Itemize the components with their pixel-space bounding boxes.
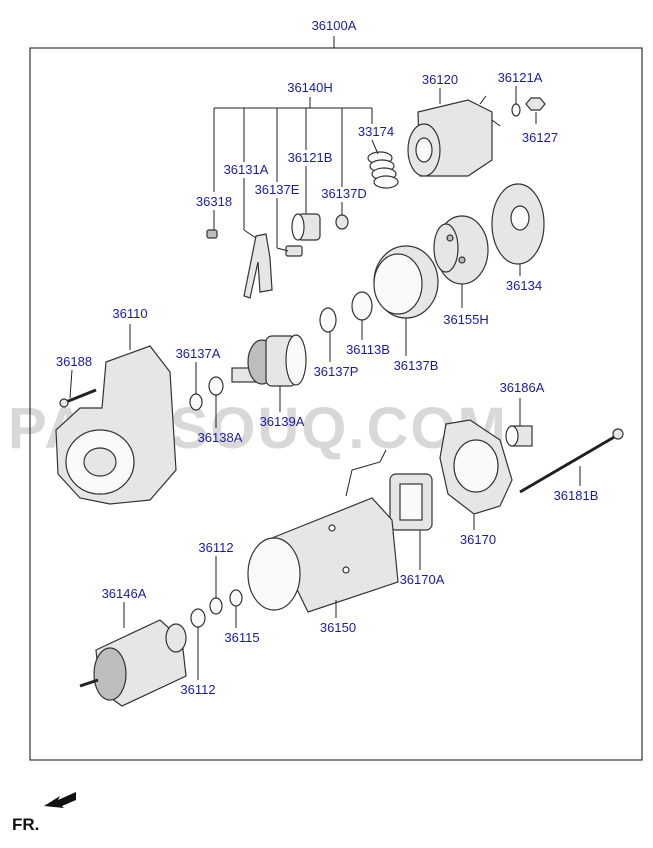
pin-36318-part[interactable] bbox=[206, 229, 218, 239]
ring-36137d-part[interactable] bbox=[335, 214, 349, 230]
ring-36137a-part[interactable] bbox=[189, 393, 203, 411]
label-assembly[interactable]: 36100A bbox=[312, 18, 357, 33]
nut-36127-part[interactable] bbox=[525, 97, 546, 111]
label-36137p[interactable]: 36137P bbox=[314, 364, 359, 379]
label-36155h[interactable]: 36155H bbox=[443, 312, 489, 327]
label-kit[interactable]: 36140H bbox=[287, 80, 333, 95]
label-36115[interactable]: 36115 bbox=[224, 630, 259, 645]
solenoid-switch-part[interactable] bbox=[407, 95, 501, 177]
gear-housing-36155h-part[interactable] bbox=[433, 215, 489, 285]
plate-36137e-part[interactable] bbox=[285, 245, 303, 257]
label-36113b[interactable]: 36113B bbox=[346, 342, 390, 357]
ring-36138a-part[interactable] bbox=[208, 376, 224, 396]
yoke-36150-part[interactable] bbox=[247, 449, 399, 613]
washer-36121a-part[interactable] bbox=[511, 103, 521, 117]
label-36112-top[interactable]: 36112 bbox=[198, 540, 233, 555]
plunger-36121b-part[interactable] bbox=[291, 213, 321, 241]
label-36137b[interactable]: 36137B bbox=[394, 358, 439, 373]
washer-36115-part[interactable] bbox=[229, 589, 243, 607]
armature-36146a-part[interactable] bbox=[79, 619, 187, 707]
bushing-36186a-part[interactable] bbox=[505, 425, 533, 447]
assembly-frame bbox=[29, 47, 643, 761]
label-36121a[interactable]: 36121A bbox=[498, 70, 543, 85]
label-36170a[interactable]: 36170A bbox=[400, 572, 445, 587]
label-36318[interactable]: 36318 bbox=[196, 194, 232, 209]
washer-36112-bottom-part[interactable] bbox=[190, 608, 206, 628]
overrunning-clutch-36139a-part[interactable] bbox=[231, 334, 307, 387]
label-36121b[interactable]: 36121B bbox=[288, 150, 333, 165]
label-36137e[interactable]: 36137E bbox=[255, 182, 300, 197]
brush-holder-36170a-part[interactable] bbox=[389, 473, 433, 531]
ring-gear-36137b-part[interactable] bbox=[373, 245, 439, 319]
label-36112-bottom[interactable]: 36112 bbox=[180, 682, 215, 697]
washer-36112-top-part[interactable] bbox=[209, 597, 223, 615]
label-36186a[interactable]: 36186A bbox=[500, 380, 545, 395]
label-36120[interactable]: 36120 bbox=[422, 72, 458, 87]
rear-cover-36170-part[interactable] bbox=[439, 419, 513, 515]
label-33174[interactable]: 33174 bbox=[358, 124, 394, 139]
washer-36137p-part[interactable] bbox=[319, 307, 337, 333]
label-36146a[interactable]: 36146A bbox=[102, 586, 147, 601]
label-36137a[interactable]: 36137A bbox=[176, 346, 221, 361]
label-36150[interactable]: 36150 bbox=[320, 620, 356, 635]
front-housing-36110-part[interactable] bbox=[55, 345, 177, 505]
shift-lever-36131a-part[interactable] bbox=[243, 233, 273, 299]
label-36127[interactable]: 36127 bbox=[522, 130, 558, 145]
through-bolt-36181b-part[interactable] bbox=[519, 428, 624, 494]
label-36139a[interactable]: 36139A bbox=[260, 414, 305, 429]
label-36188[interactable]: 36188 bbox=[56, 354, 92, 369]
label-36170[interactable]: 36170 bbox=[460, 532, 496, 547]
label-36138a[interactable]: 36138A bbox=[198, 430, 243, 445]
washer-36113b-part[interactable] bbox=[351, 291, 373, 321]
label-36131a[interactable]: 36131A bbox=[224, 162, 269, 177]
front-direction-label: FR. bbox=[12, 815, 39, 834]
bolt-36188-part[interactable] bbox=[59, 388, 97, 408]
front-direction-arrow-icon bbox=[44, 792, 76, 808]
label-36137d[interactable]: 36137D bbox=[321, 186, 367, 201]
part-labels: 36100A 36140H 36120 36121A 36127 33174 3… bbox=[56, 18, 598, 697]
leader-lines bbox=[69, 86, 581, 680]
plate-36134-part[interactable] bbox=[491, 183, 545, 265]
label-36181b[interactable]: 36181B bbox=[554, 488, 599, 503]
label-36134[interactable]: 36134 bbox=[506, 278, 542, 293]
spring-33174-part[interactable] bbox=[367, 151, 399, 189]
label-36110[interactable]: 36110 bbox=[112, 306, 147, 321]
